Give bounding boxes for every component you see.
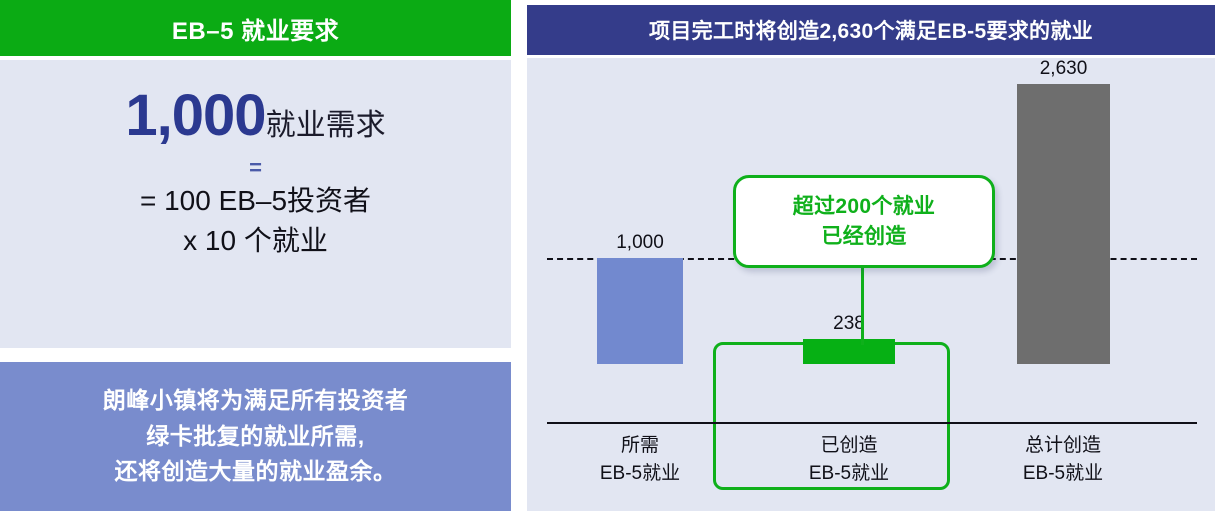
jobs-formula-line-1: = 100 EB–5投资者 bbox=[139, 184, 372, 216]
chart-header: 项目完工时将创造2,630个满足EB-5要求的就业 bbox=[527, 5, 1215, 55]
left-column: EB–5 就业要求 1,000 就业需求 = = 100 EB–5投资者 x 1… bbox=[0, 0, 511, 511]
project-note-line-1: 朗峰小镇将为满足所有投资者 bbox=[102, 387, 409, 414]
category-label-required: 所需 EB-5就业 bbox=[577, 432, 703, 487]
project-note-line-2: 绿卡批复的就业所需, bbox=[146, 422, 365, 449]
callout-connector-line bbox=[861, 265, 864, 345]
jobs-bar-chart: 超过200个就业 已经创造 1,000 238 2,630 所需 EB-5就业 … bbox=[527, 58, 1215, 511]
eb5-requirement-header-title: EB–5 就业要求 bbox=[171, 17, 340, 45]
category-label-created: 已创造 EB-5就业 bbox=[786, 432, 912, 487]
jobs-formula: = 100 EB–5投资者 x 10 个就业 bbox=[140, 181, 371, 262]
chart-header-title: 项目完工时将创造2,630个满足EB-5要求的就业 bbox=[649, 20, 1093, 43]
jobs-requirement-label: 就业需求 bbox=[265, 109, 386, 142]
project-note-panel: 朗峰小镇将为满足所有投资者 绿卡批复的就业所需, 还将创造大量的就业盈余。 bbox=[0, 362, 511, 511]
jobs-requirement-number: 1,000 bbox=[125, 83, 266, 148]
category-label-total-line-1: 总计创造 bbox=[1024, 435, 1101, 456]
callout-line-1: 超过200个就业 bbox=[792, 195, 936, 219]
equals-sign: = bbox=[249, 154, 262, 180]
bar-value-required-jobs: 1,000 bbox=[616, 232, 664, 253]
category-label-total: 总计创造 EB-5就业 bbox=[1000, 432, 1126, 487]
bar-total-jobs bbox=[1017, 84, 1110, 364]
jobs-formula-line-2: x 10 个就业 bbox=[183, 225, 328, 257]
project-note-line-3: 还将创造大量的就业盈余。 bbox=[114, 458, 397, 485]
bar-value-total-jobs: 2,630 bbox=[1039, 58, 1088, 79]
category-label-created-line-2: EB-5就业 bbox=[808, 462, 890, 484]
right-column: 项目完工时将创造2,630个满足EB-5要求的就业 超过200个就业 已经创造 … bbox=[527, 0, 1215, 511]
chart-baseline-axis bbox=[547, 422, 1197, 424]
jobs-created-callout: 超过200个就业 已经创造 bbox=[733, 175, 995, 268]
category-label-required-line-1: 所需 bbox=[620, 435, 659, 456]
eb5-requirement-panel: 1,000 就业需求 = = 100 EB–5投资者 x 10 个就业 bbox=[0, 60, 511, 348]
callout-line-2: 已经创造 bbox=[821, 224, 907, 248]
eb5-requirement-header: EB–5 就业要求 bbox=[0, 0, 511, 56]
category-label-required-line-2: EB-5就业 bbox=[599, 462, 681, 484]
category-label-total-line-2: EB-5就业 bbox=[1022, 462, 1104, 484]
bar-value-created-jobs: 238 bbox=[833, 313, 865, 334]
category-label-created-line-1: 已创造 bbox=[820, 435, 878, 456]
bar-created-jobs bbox=[803, 339, 895, 364]
jobs-requirement-headline: 1,000 就业需求 bbox=[125, 83, 386, 148]
bar-required-jobs bbox=[597, 258, 683, 364]
